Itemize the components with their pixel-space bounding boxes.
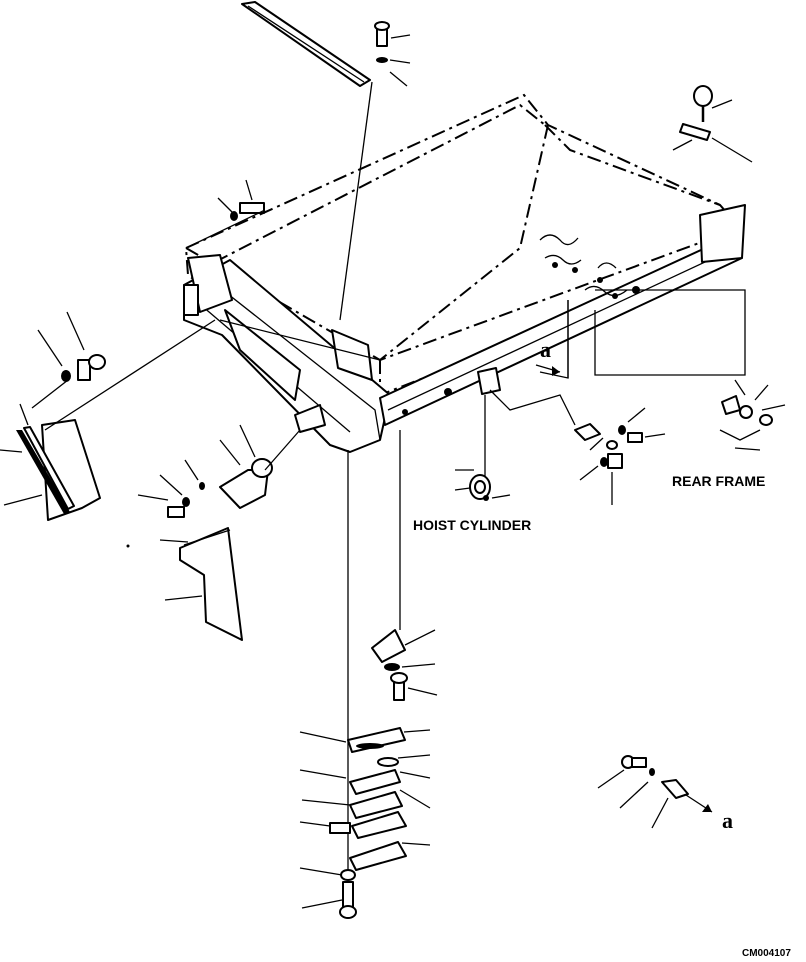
reference-letter-a-bottom: a [722,808,733,833]
hoist-pin-bolts [574,407,666,505]
lower-mudflap [126,527,243,641]
rear-frame-brackets [594,289,786,451]
support-bar [241,1,373,321]
reference-letter-a-top: a [540,337,551,362]
lower-pad-stack [299,629,438,919]
hoist-cylinder-mount [454,367,576,501]
left-upper-bolt [185,179,266,249]
rear-frame-label: REAR FRAME [672,473,766,489]
top-bolt [374,21,411,87]
body-frame [183,204,746,453]
side-bracket [137,424,301,518]
drawing-number: CM004107 [742,948,791,959]
bottom-right-pin [597,755,713,829]
hoist-cylinder-label: HOIST CYLINDER [413,517,532,533]
left-mudflap [0,319,216,521]
reference-arrow-top [535,364,561,376]
tailgate-pin [672,85,753,163]
rear-hinge-details [402,234,640,415]
left-bolt-assembly [31,311,106,409]
